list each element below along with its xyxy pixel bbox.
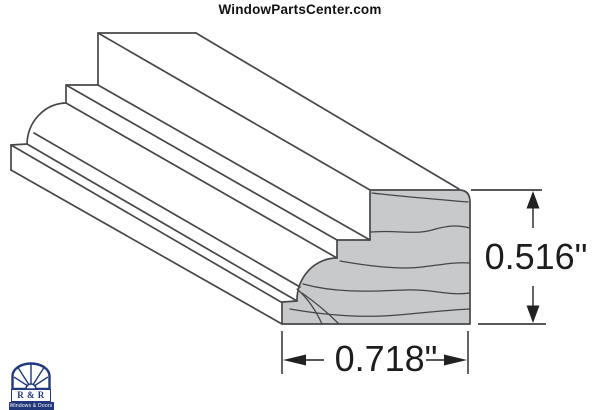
logo-name: R & R — [11, 389, 51, 402]
logo-tagline: Windows & Doors — [8, 402, 54, 410]
extrusion-edges — [10, 32, 460, 325]
arrow-down-icon — [526, 305, 540, 323]
height-dimension-label: 0.516" — [484, 236, 588, 277]
arrow-up-icon — [526, 191, 540, 209]
arch-window-icon — [11, 362, 51, 390]
width-dimension — [281, 331, 469, 374]
site-title: WindowPartsCenter.com — [218, 2, 382, 17]
height-dimension — [471, 189, 546, 325]
width-dimension-label: 0.718" — [334, 338, 438, 379]
arrow-right-icon — [444, 354, 467, 366]
arrow-left-icon — [283, 354, 306, 366]
wood-grain — [289, 192, 471, 325]
rr-logo: R & R Windows & Doors — [8, 362, 54, 410]
profile-left-end — [10, 32, 197, 171]
